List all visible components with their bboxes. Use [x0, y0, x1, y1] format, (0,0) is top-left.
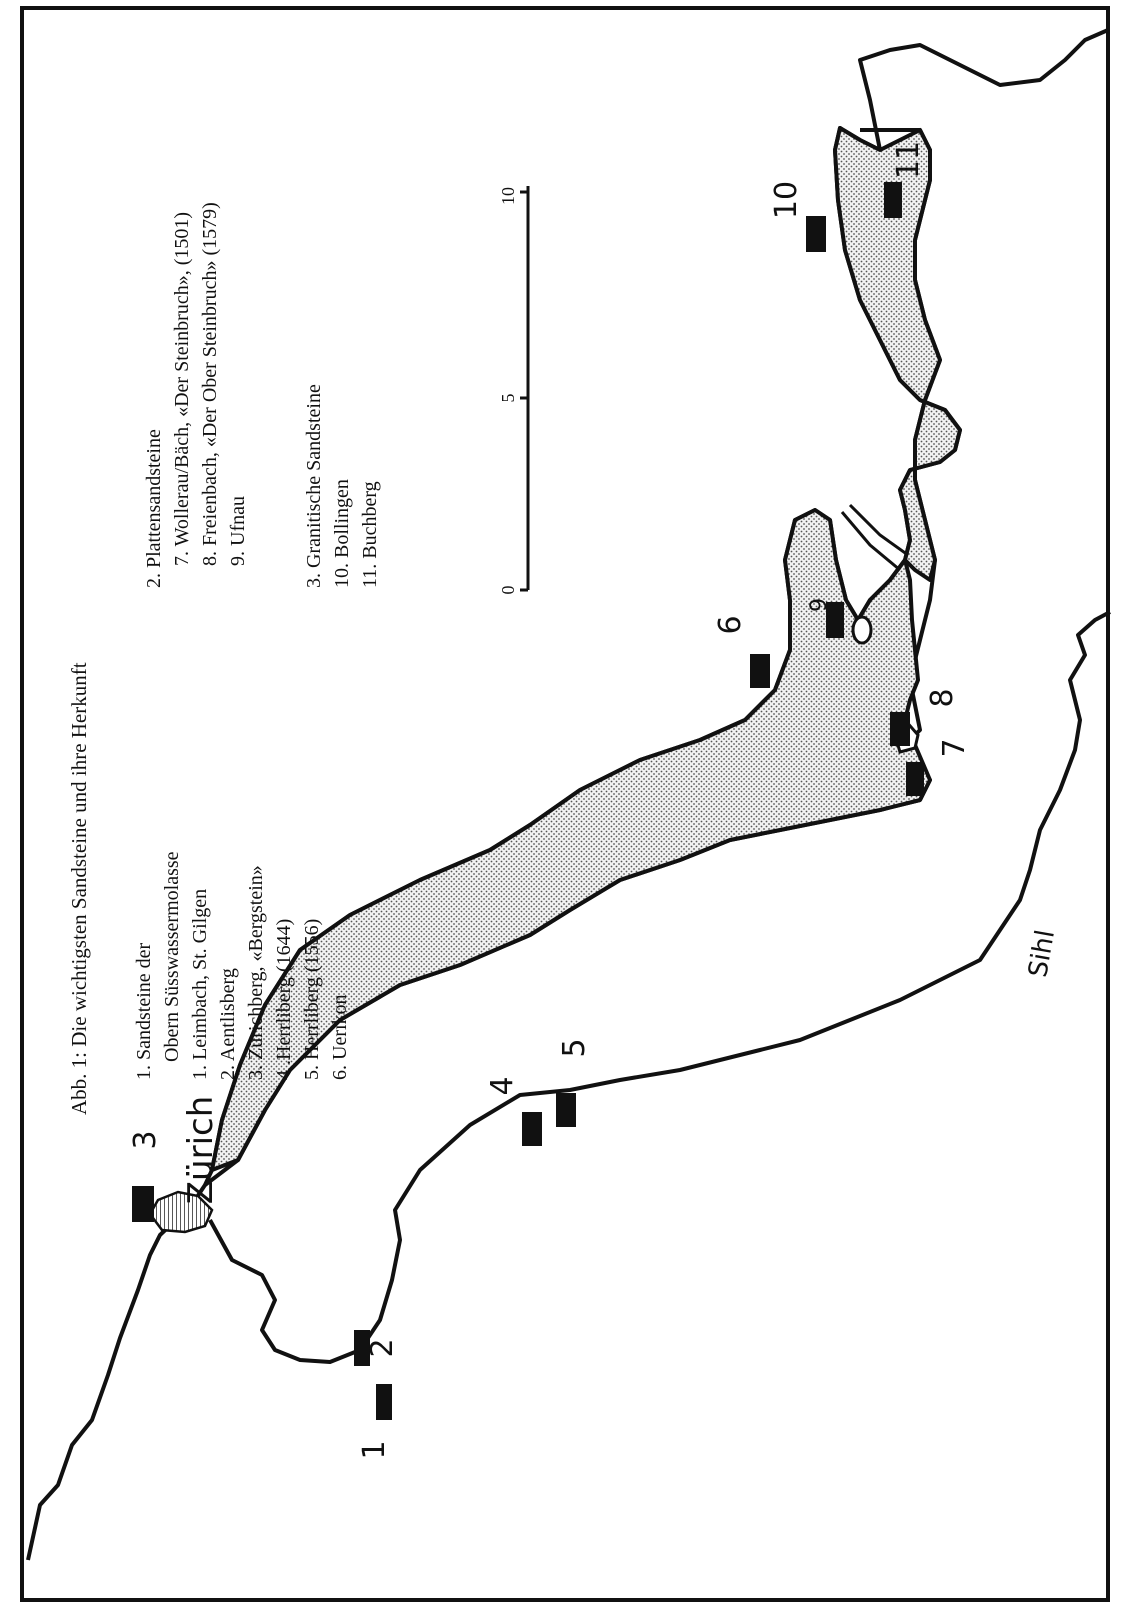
- marker-9-label: 9: [807, 598, 832, 612]
- legend-item-9: 9. Ufnau: [227, 496, 249, 566]
- legend-group1-heading-2: Obern Süsswassermolasse: [161, 851, 183, 1062]
- marker-8-square: [890, 712, 910, 746]
- legend-item-3: 3. Zürichberg, «Bergstein»: [245, 865, 267, 1080]
- legend-item-4: 4 .Herrliberg (1644): [273, 919, 295, 1080]
- marker-9-square: [826, 602, 844, 638]
- city-label-zurich: Zürich: [181, 1096, 221, 1205]
- legend-item-8: 8. Freienbach, «Der Ober Steinbruch» (15…: [199, 202, 221, 566]
- seedamm: [840, 503, 909, 572]
- marker-6-label: 6: [713, 615, 748, 634]
- river-sihl: [208, 610, 1111, 1364]
- river-label-sihl: Sihl: [1023, 928, 1061, 980]
- marker-10-square: [806, 216, 826, 252]
- lake-obersee: [833, 126, 962, 582]
- figure-caption: Abb. 1: Die wichtigsten Sandsteine und i…: [67, 662, 91, 1115]
- scale-tick-5: 5: [498, 394, 518, 403]
- marker-7-label: 7: [937, 738, 972, 757]
- marker-11-square: [884, 182, 902, 218]
- marker-6-square: [750, 654, 770, 688]
- marker-4-square: [522, 1112, 542, 1146]
- marker-5-label: 5: [557, 1038, 592, 1057]
- marker-8-label: 8: [925, 688, 960, 707]
- marker-1-square: [376, 1384, 392, 1420]
- scale-tick-10: 10: [498, 187, 518, 205]
- lake-zurichsee: [210, 508, 932, 1172]
- marker-2-label: 2: [365, 1338, 400, 1357]
- marker-squares: [132, 182, 924, 1420]
- map-frame: [20, 6, 1110, 1602]
- marker-10-label: 10: [769, 181, 804, 219]
- scale-bar: 0 5 10: [498, 186, 530, 595]
- legend-item-7: 7. Wollerau/Bäch, «Der Steinbruch», (150…: [171, 212, 193, 566]
- legend-item-10: 10. Bollingen: [331, 479, 353, 588]
- legend-item-5: 5. Herrliberg (1556): [301, 919, 323, 1080]
- marker-5-square: [556, 1093, 576, 1127]
- legend-item-2: 2. Aentlisberg: [217, 968, 239, 1080]
- legend-group3-heading: 3. Granitische Sandsteine: [303, 384, 325, 588]
- scale-tick-0: 0: [498, 586, 518, 595]
- legend-item-6: 6. Uerikon: [329, 994, 351, 1080]
- legend-item-11: 11. Buchberg: [359, 481, 381, 588]
- marker-2-square: [354, 1330, 370, 1366]
- marker-7-square: [906, 762, 924, 796]
- marker-4-label: 4: [485, 1076, 520, 1095]
- legend-group2-heading: 2. Plattensandsteine: [143, 429, 165, 588]
- island-ufnau: [851, 615, 873, 645]
- marker-3-label: 3: [128, 1130, 163, 1149]
- marker-3-square: [132, 1186, 154, 1222]
- legend-group1-heading: 1. Sandsteine der: [133, 942, 155, 1080]
- legend-item-1: 1. Leimbach, St. Gilgen: [189, 889, 211, 1080]
- marker-11-label: 11: [891, 141, 926, 179]
- marker-1-label: 1: [357, 1440, 392, 1459]
- zurich-city-area: [148, 1190, 214, 1234]
